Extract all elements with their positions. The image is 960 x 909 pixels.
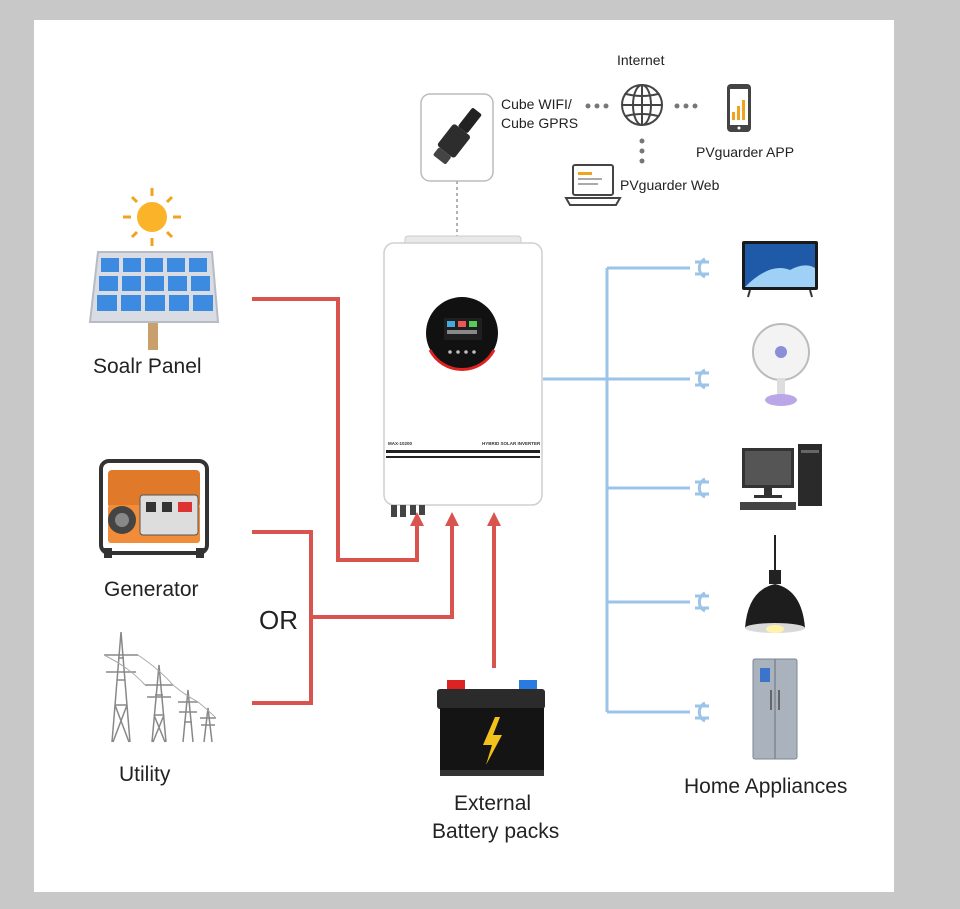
phone-app-icon [727,84,751,132]
inverter-type-text: HYBRID SOLAR INVERTER [482,441,541,446]
input-wiring [252,297,496,705]
plug-icon [695,477,709,499]
dotted-links [585,103,698,164]
solar-panel-icon [88,251,220,350]
battery-label-line1: External [454,792,532,815]
pvguarder-web-label: PVguarder Web [620,177,720,193]
input-arrows [410,512,501,526]
home-appliances-label: Home Appliances [684,775,848,798]
fan-icon [752,323,810,406]
laptop-icon [564,164,622,206]
or-label: OR [259,605,298,635]
internet-label: Internet [617,52,665,68]
output-wiring [543,266,690,714]
pvguarder-app-label: PVguarder APP [696,144,795,160]
generator-icon [99,459,209,558]
utility-line [252,617,313,705]
battery-icon [437,680,545,776]
utility-pylons-icon [103,631,217,743]
cube-module-label-line1: Cube WIFI/ [501,96,572,112]
plug-icons [695,257,709,723]
grid-to-inverter-line [311,522,454,619]
arrow-head [487,512,501,526]
plug-icon [695,257,709,279]
solar-to-inverter-line [252,297,419,562]
sun-icon [123,188,181,246]
solar-panel-label: Soalr Panel [93,355,202,378]
refrigerator-icon [752,658,798,760]
generator-line [252,530,313,617]
arrow-head [410,512,424,526]
battery-label-line2: Battery packs [432,820,560,843]
inverter-model-text: MAX-10200 [388,441,413,446]
tv-icon [742,241,818,298]
plug-icon [695,701,709,723]
computer-icon [740,444,822,510]
plug-icon [695,368,709,390]
cube-wifi-module [420,93,494,182]
generator-label: Generator [104,578,199,601]
hybrid-inverter: MAX-10200 HYBRID SOLAR INVERTER [383,235,543,517]
globe-icon [621,84,663,126]
cube-module-label-line2: Cube GPRS [501,115,579,131]
pendant-lamp-icon [745,535,805,633]
plug-icon [695,591,709,613]
utility-label: Utility [119,763,171,786]
arrow-head [445,512,459,526]
